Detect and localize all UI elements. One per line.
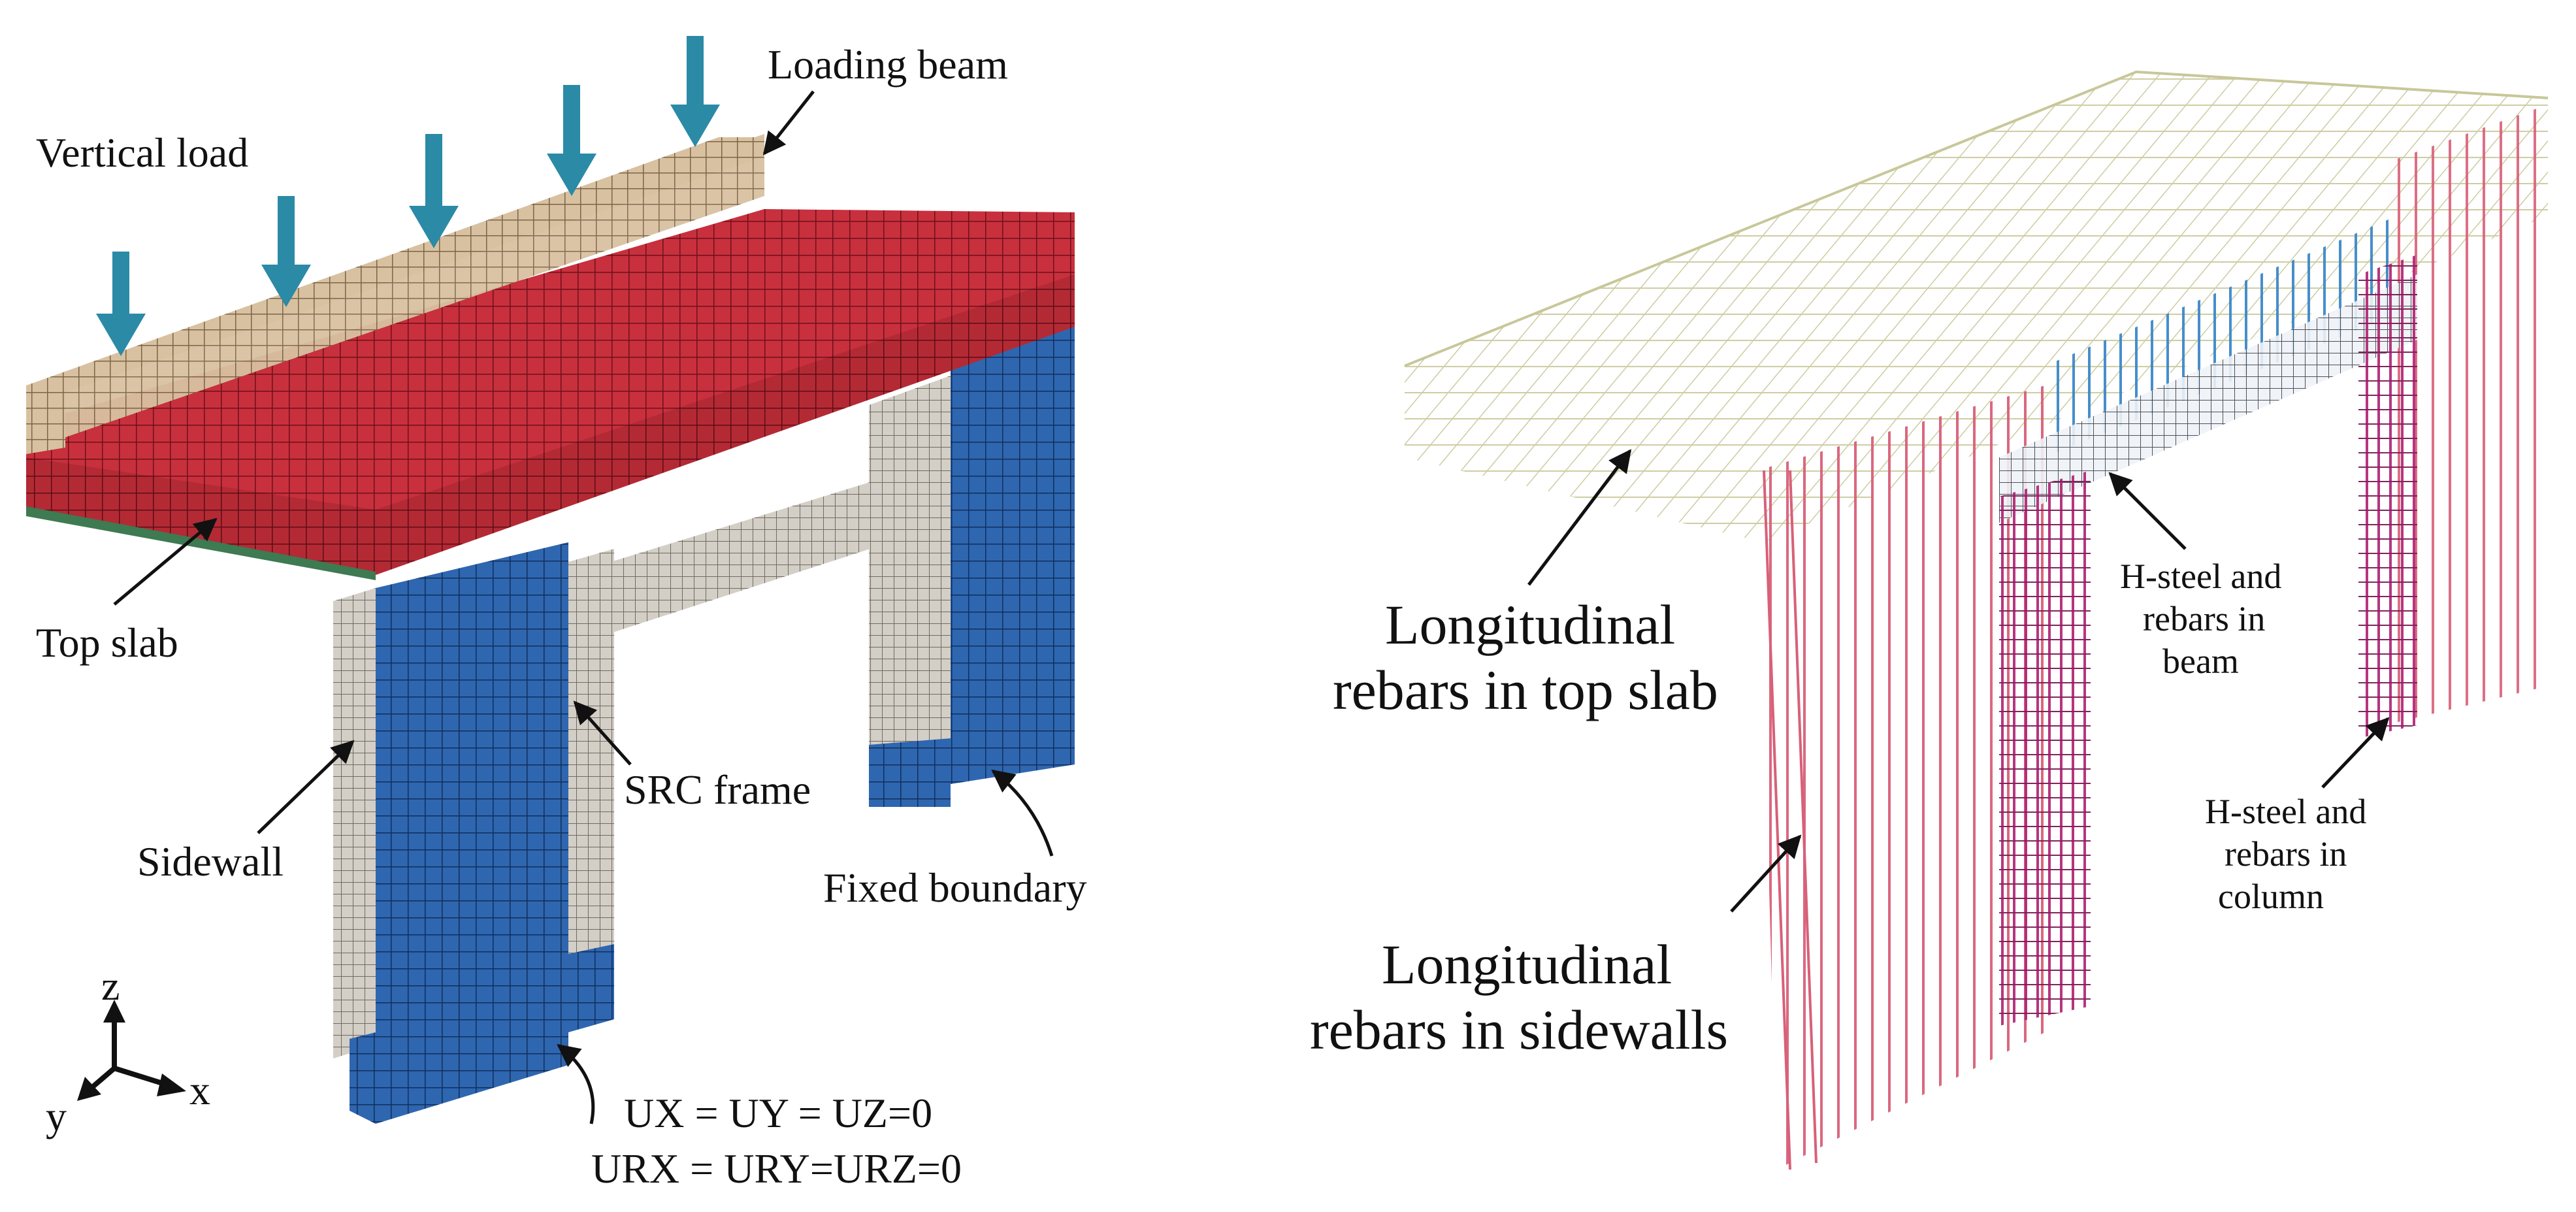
label-col-1: H-steel and [2205,792,2366,831]
top-slab-top [26,209,1075,516]
label-vertical-load: Vertical load [36,129,248,176]
leader-wall-rebars [1730,834,1802,913]
near-column-cage [1999,470,2091,1026]
load-arrow-2 [261,196,311,307]
left-leaders [113,90,1054,1124]
load-arrow-3 [409,134,459,248]
near-src-column [568,549,614,987]
label-beam-3: beam [2162,642,2239,681]
far-sidewall-rebars [2385,105,2548,725]
leader-slab-rebars [1527,449,1632,586]
top-slab-front [26,457,376,575]
outer-rebar-edge [1763,470,1818,1170]
axis-x-arrowhead [157,1073,186,1096]
leader-beam-steel [2108,472,2187,550]
label-top-slab: Top slab [36,619,178,666]
label-beam-2: rebars in [2143,599,2265,638]
rebar-cage: Longitudinal rebars in top slab Longitud… [1310,70,2549,1170]
axis-label-x: x [189,1067,210,1113]
loading-beam-face [26,134,764,451]
label-sidewall: Sidewall [137,838,284,885]
axis-y-arrowhead [77,1077,101,1101]
label-slab-rebar-1: Longitudinal [1385,593,1675,656]
h-steel-beam-cage [1999,274,2417,523]
near-sidewall-side [350,1032,376,1124]
far-sidewall [951,317,1075,784]
near-sidewall [376,542,568,1124]
top-slab-side [376,274,1075,575]
leader-sidewall [257,740,355,834]
leader-fixed-boundary [991,769,1054,857]
slab-underlayer [26,506,376,580]
leader-column-steel [2321,717,2390,789]
slab-rebar-mesh [1405,72,2548,542]
load-arrow-4 [547,85,596,196]
leader-top-slab [113,517,218,606]
label-wall-rebar-2: rebars in sidewalls [1310,998,1728,1061]
label-fixed-boundary: Fixed boundary [823,864,1087,911]
load-arrow-5 [670,36,720,147]
label-wall-rebar-1: Longitudinal [1382,933,1672,996]
label-bc-line1: UX = UY = UZ=0 [624,1090,932,1136]
label-slab-rebar-2: rebars in top slab [1333,659,1718,721]
leader-src-frame [573,700,632,766]
label-col-2: rebars in [2225,834,2347,874]
axis-triad: z x y [46,962,210,1139]
fe-model: Vertical load Loading beam Top slab Side… [26,36,1087,1192]
vertical-load-arrows [96,36,720,356]
load-arrow-1 [96,252,146,356]
src-beam [568,457,951,647]
axis-z-arrowhead [103,1000,125,1023]
leader-bc [557,1043,595,1124]
beam-rebars-top [2045,216,2398,457]
near-sidewall-rebars [1757,385,2045,1170]
far-column-cage [2358,255,2417,738]
label-src-frame: SRC frame [624,766,811,813]
label-beam-1: H-steel and [2120,557,2281,596]
axis-label-z: z [101,962,120,1009]
label-loading-beam: Loading beam [768,41,1008,88]
label-col-3: column [2218,877,2324,916]
leader-loading-beam [762,90,815,156]
label-bc-line2: URX = URY=URZ=0 [591,1145,962,1192]
near-column-fixed [568,944,614,1032]
near-src-column-left [333,588,376,1058]
axis-label-y: y [46,1093,67,1139]
right-leaders [1527,449,2390,913]
slab-mesh-edge [1404,70,2549,367]
far-fixed-base [869,738,951,807]
